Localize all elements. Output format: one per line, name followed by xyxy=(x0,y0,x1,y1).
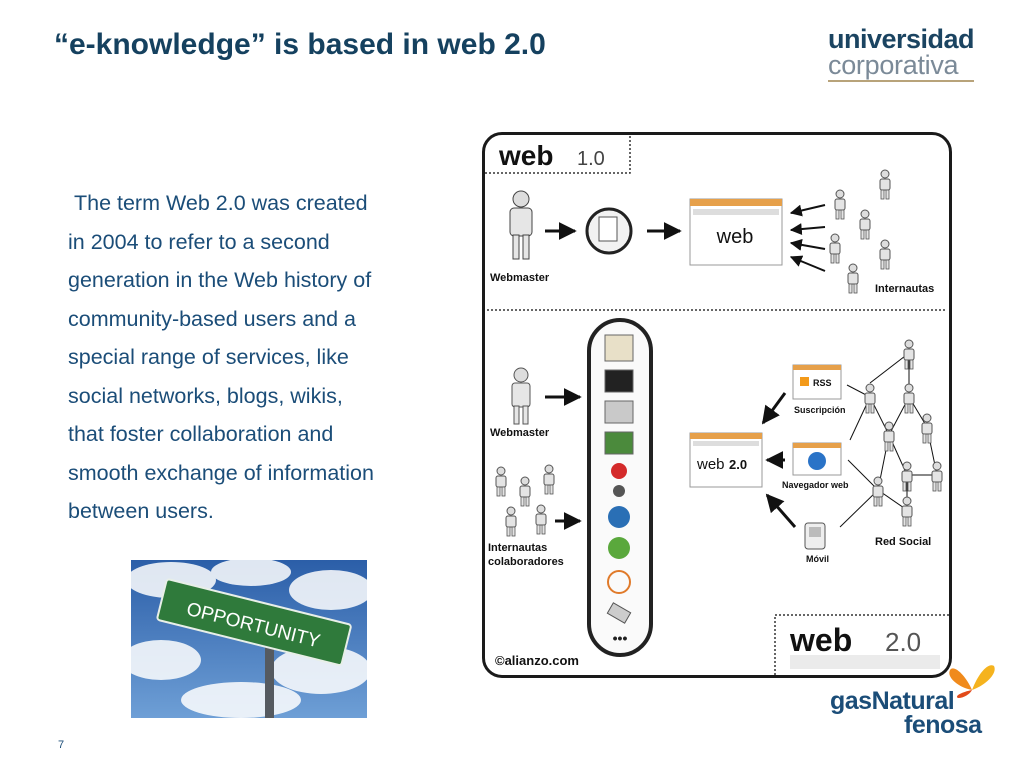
opportunity-photo: OPPORTUNITY xyxy=(131,560,367,718)
web1-internautas-group xyxy=(829,169,891,294)
page-number: 7 xyxy=(58,739,65,751)
web1-internautas-arrows xyxy=(789,204,826,272)
web2-webmaster-label: Webmaster xyxy=(490,427,550,439)
alianzo-credit: ©alianzo.com xyxy=(495,653,579,668)
social-bookmark-icon xyxy=(607,570,631,594)
web2-logo-text: web xyxy=(789,622,852,658)
web2-internautas-label-2: colaboradores xyxy=(488,556,564,568)
web2-logo-reflection xyxy=(790,655,940,669)
body-paragraph: The term Web 2.0 was created in 2004 to … xyxy=(68,191,374,523)
web2-webmaster-figure xyxy=(511,367,531,425)
web2-logo-version: 2.0 xyxy=(885,627,921,657)
mobile-device xyxy=(804,522,826,550)
navegador-label: Navegador web xyxy=(782,480,849,490)
web2-browser: web 2.0 xyxy=(689,432,763,488)
web2-browser-text-version: 2.0 xyxy=(729,457,747,472)
user-profile-icon xyxy=(608,537,630,559)
movil-label: Móvil xyxy=(806,554,829,564)
blog-editor-icon xyxy=(604,334,634,362)
web1-webmaster-figure xyxy=(509,190,533,260)
map-pin-icon xyxy=(611,463,627,479)
web1-internautas-label: Internautas xyxy=(875,283,934,295)
web1-webmaster-label: Webmaster xyxy=(490,272,550,284)
web1-logo-version: 1.0 xyxy=(577,148,605,170)
logo-line-universidad: universidad xyxy=(828,24,975,54)
logo-gasnatural: gasNatural xyxy=(830,687,955,715)
red-social-label: Red Social xyxy=(875,536,931,548)
web1-vs-web2-diagram: web 1.0 Webmaster web xyxy=(482,132,952,678)
photo-icon xyxy=(604,431,634,455)
universidad-corporativa-logo: universidad corporativa xyxy=(828,24,975,82)
gas-natural-fenosa-logo: gasNatural fenosa xyxy=(830,660,1000,740)
more-tools-icon: ••• xyxy=(613,630,628,646)
wikimedia-icon xyxy=(608,506,630,528)
video-icon xyxy=(604,400,634,424)
web2-browser-text-main: web xyxy=(696,456,725,473)
logo-underline xyxy=(828,80,974,82)
suscripcion-label: Suscripción xyxy=(794,405,846,415)
web1-browser-text: web xyxy=(716,226,754,248)
web1-logo-text: web xyxy=(498,140,553,171)
red-social-people xyxy=(864,339,943,527)
browser-globe-icon xyxy=(808,452,826,470)
navegador-web xyxy=(792,442,842,476)
web2-tools-pill: ••• xyxy=(587,318,653,657)
web2-internautas-group xyxy=(495,464,555,537)
tag-icon xyxy=(606,602,632,624)
web1-browser: web xyxy=(689,198,783,266)
web2-internautas-label-1: Internautas xyxy=(488,542,547,554)
rss-icon xyxy=(800,377,809,386)
slide-title: “e-knowledge” is based in web 2.0 xyxy=(54,28,546,61)
rss-badge: RSS xyxy=(813,378,832,388)
logo-line-corporativa: corporativa xyxy=(828,50,959,80)
podcast-icon xyxy=(604,369,634,393)
rss-subscription: RSS xyxy=(792,364,842,400)
butterfly-icon xyxy=(949,665,995,698)
logo-fenosa: fenosa xyxy=(904,711,982,739)
